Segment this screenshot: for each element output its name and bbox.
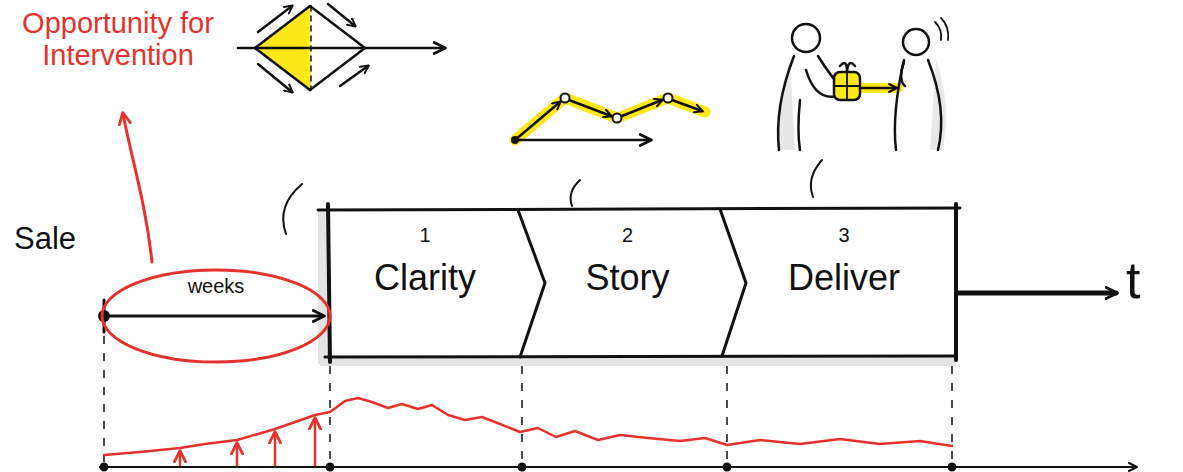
handover-icon xyxy=(834,72,860,100)
process-band xyxy=(318,208,960,210)
chart-axis xyxy=(327,464,334,471)
story-path-icon xyxy=(511,136,519,144)
time-axis xyxy=(958,291,1116,296)
time-axis xyxy=(98,293,1116,332)
guide-line xyxy=(521,366,523,462)
handover-icon xyxy=(935,18,948,40)
bracket xyxy=(283,184,302,234)
story-path-icon xyxy=(515,102,560,140)
guide-line xyxy=(104,336,952,462)
double-diamond-icon xyxy=(328,4,355,26)
guide-line xyxy=(726,366,728,462)
handover-icon xyxy=(862,87,896,90)
chart-axis xyxy=(101,464,108,471)
double-diamond-icon xyxy=(258,6,292,32)
story-path-icon xyxy=(664,94,673,103)
process-band xyxy=(954,204,958,360)
phase-title: Deliver xyxy=(788,257,900,298)
story-path-icon xyxy=(613,114,622,123)
story-path-icon xyxy=(561,94,570,103)
double-diamond-icon xyxy=(310,48,365,90)
handover-icon xyxy=(840,63,855,72)
handover-icon xyxy=(799,100,801,150)
callout-number: 2 xyxy=(622,224,633,247)
phase-title: Story xyxy=(585,257,669,298)
double-diamond-icon xyxy=(238,4,444,92)
band-shadow xyxy=(320,357,956,366)
handover-icon xyxy=(901,62,905,86)
guide-line xyxy=(329,366,331,462)
callout-number: 3 xyxy=(838,224,849,247)
callout-number: 1 xyxy=(419,224,430,247)
time-axis xyxy=(104,315,323,318)
annotation-note: Opportunity for Intervention xyxy=(22,8,214,72)
phase-title: Clarity xyxy=(374,257,476,298)
intervention-arrow xyxy=(274,433,277,465)
band-shadow xyxy=(318,212,956,366)
axis-label: t xyxy=(1126,252,1140,309)
phase-section: 1Clarity xyxy=(330,214,520,354)
double-diamond-icon xyxy=(255,6,310,48)
story-path-icon xyxy=(511,94,705,145)
double-diamond-icon xyxy=(258,64,292,92)
intervention-arrow xyxy=(179,452,182,465)
double-diamond-icon xyxy=(238,47,444,50)
handover-icon xyxy=(858,83,898,93)
chart-axis xyxy=(100,466,1136,468)
bracket xyxy=(811,160,822,197)
leader-arrow xyxy=(123,114,152,262)
guide-line xyxy=(951,366,953,462)
chart-axis xyxy=(949,464,956,471)
phase-section: 3Deliver xyxy=(736,214,952,354)
story-path-icon xyxy=(515,98,705,140)
intervention-arrow xyxy=(236,444,239,465)
chart-axis xyxy=(724,464,731,471)
bracket xyxy=(283,160,822,234)
story-path-icon xyxy=(569,100,611,116)
process-band xyxy=(720,209,746,356)
handover-icon xyxy=(778,56,794,150)
process-band xyxy=(328,204,330,362)
phase-section: 2Story xyxy=(530,214,725,354)
story-path-icon xyxy=(672,100,702,111)
event-label: Sale xyxy=(14,222,76,256)
story-path-icon xyxy=(515,139,650,142)
handover-icon xyxy=(777,18,949,150)
handover-icon xyxy=(928,60,941,150)
trend-line xyxy=(104,398,952,455)
chart-axis xyxy=(100,464,1136,471)
handover-icon xyxy=(834,72,860,100)
ellipse-outline xyxy=(102,270,330,362)
duration-label: weeks xyxy=(188,275,245,298)
guide-line xyxy=(103,336,105,462)
time-span-ellipse: weeks xyxy=(100,268,332,364)
double-diamond-icon xyxy=(340,66,368,86)
intervention-arrow xyxy=(314,419,317,465)
handover-icon xyxy=(792,24,820,52)
process-band xyxy=(518,210,545,357)
handover-icon xyxy=(895,60,904,150)
intervention-arrow xyxy=(180,419,315,465)
story-path-icon xyxy=(622,100,662,116)
handover-icon xyxy=(903,29,929,55)
bracket xyxy=(571,180,580,206)
process-band xyxy=(325,356,955,357)
process-band xyxy=(318,204,960,362)
chart-axis xyxy=(519,464,526,471)
